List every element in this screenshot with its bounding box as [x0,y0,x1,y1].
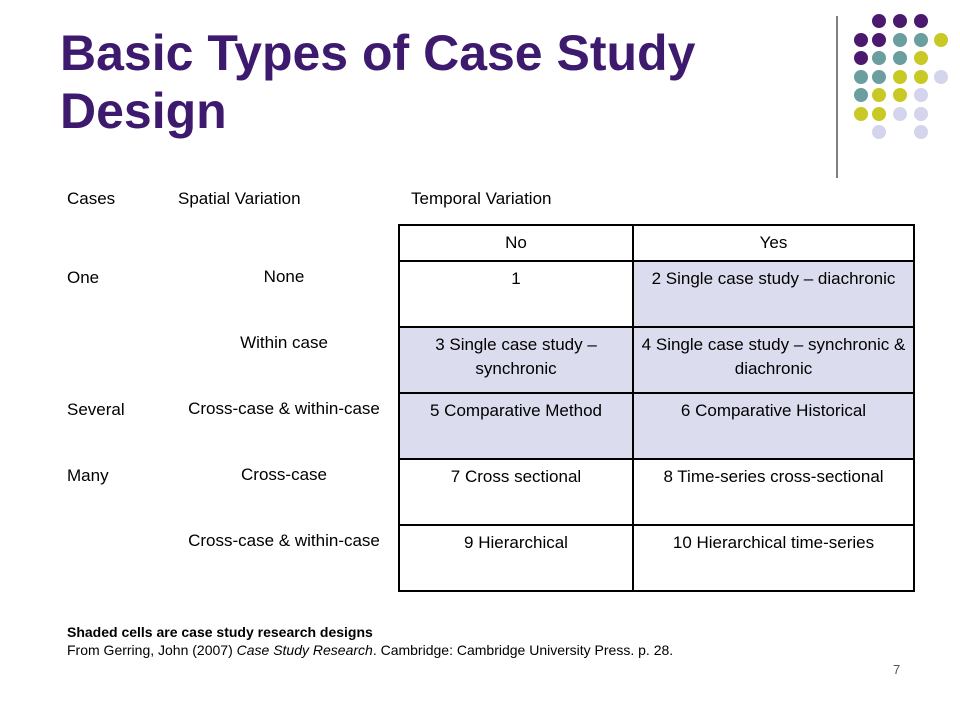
table-cell: 3 Single case study – synchronic [398,326,634,394]
decorative-dot [854,51,868,65]
decorative-dot [872,14,886,28]
decorative-dot [914,32,928,47]
row-cases-label: One [67,268,100,287]
column-header-yes: Yes [632,224,915,262]
header-cases: Cases [67,189,116,208]
decorative-dot [854,69,868,84]
decorative-dot [934,69,948,84]
slide-title: Basic Types of Case Study Design [60,25,696,139]
decorative-dot [872,88,886,102]
table-cell: 2 Single case study – diachronic [632,260,915,328]
row-cases-label: Many [67,466,109,485]
row-spatial-label: Cross-case [241,465,327,484]
table-cell: 5 Comparative Method [398,392,634,460]
decorative-dot [914,69,928,84]
row-cases-label: Several [67,400,125,419]
column-header-no: No [398,224,634,262]
citation-book-title: Case Study Research [236,642,373,658]
table-cell: 8 Time-series cross-sectional [632,458,915,526]
decorative-dot [914,125,928,139]
decorative-dot [854,106,868,121]
decorative-dot [872,106,886,121]
row-spatial-label: Within case [240,333,328,352]
table-cell: 6 Comparative Historical [632,392,915,460]
table-cell: 9 Hierarchical [398,524,634,592]
row-spatial-label: None [263,267,305,286]
decorative-dot [914,88,928,102]
decorative-dot [934,32,948,47]
decorative-dot [914,14,928,28]
decorative-dot [854,32,868,47]
table-cell: 1 [398,260,634,328]
decorative-dot [872,125,886,139]
table-cell: 7 Cross sectional [398,458,634,526]
table-cell: 4 Single case study – synchronic & diach… [632,326,915,394]
decorative-dot [872,69,886,84]
header-temporal-variation: Temporal Variation [411,189,552,208]
decorative-dot [893,32,907,47]
decorative-dot [872,32,886,47]
decorative-dot [872,51,886,65]
table-cell: 10 Hierarchical time-series [632,524,915,592]
shading-note: Shaded cells are case study research des… [67,624,373,640]
row-spatial-label: Cross-case & within-case [188,399,380,418]
decorative-dot [914,106,928,121]
page-number: 7 [893,662,901,677]
design-table: No Yes 1 2 Single case study – diachroni… [398,224,915,592]
decorative-dot [893,69,907,84]
citation-prefix: From Gerring, John (2007) [67,642,237,658]
header-spatial-variation: Spatial Variation [178,189,301,208]
decorative-dot [893,14,907,28]
decorative-dot [893,88,907,102]
decorative-dot [893,106,907,121]
divider-line [836,16,838,178]
row-spatial-label: Cross-case & within-case [188,531,380,550]
citation-suffix: . Cambridge: Cambridge University Press.… [372,642,674,658]
decorative-dot [893,51,907,65]
citation: From Gerring, John (2007) Case Study Res… [67,642,673,658]
decorative-dot [854,88,868,102]
decorative-dot [914,51,928,65]
